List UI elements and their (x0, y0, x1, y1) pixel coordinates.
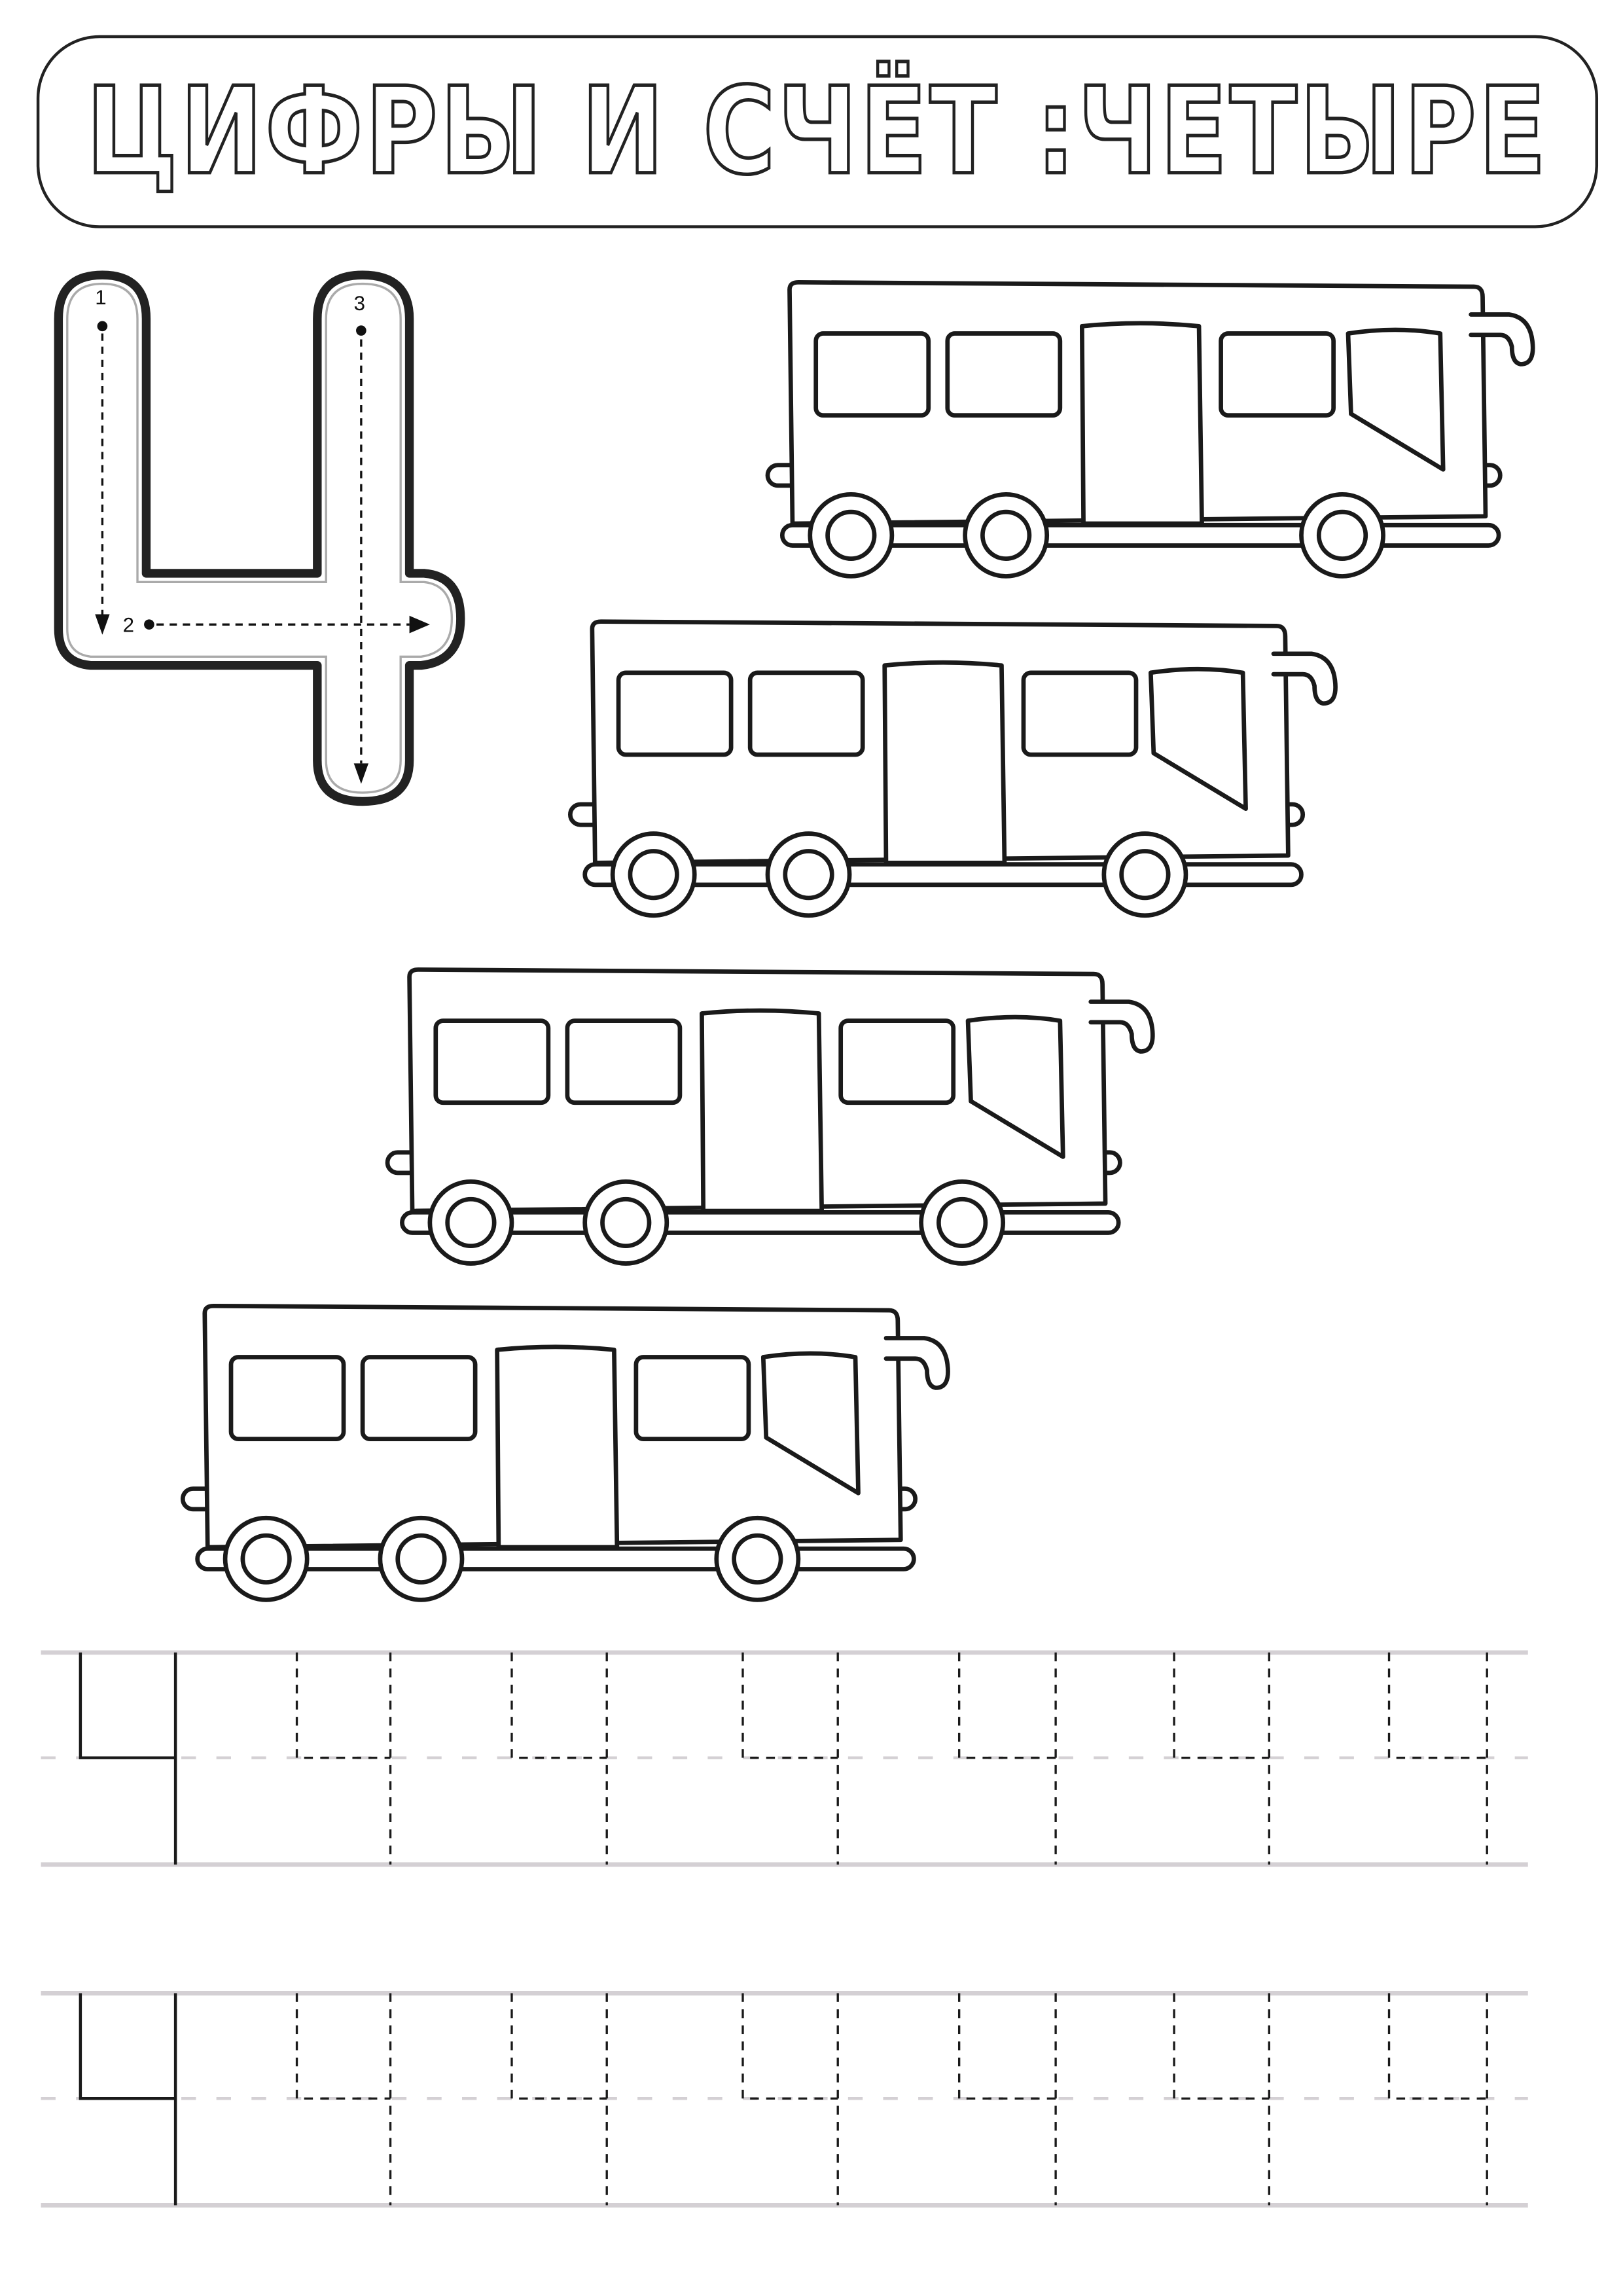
arrow-down-icon (353, 763, 369, 784)
example-digit-4 (79, 1993, 177, 2206)
arrow-right-icon (409, 615, 430, 634)
dashed-digit-4[interactable] (295, 1652, 392, 1865)
tracing-row-2 (41, 1991, 1528, 2208)
dashed-digit-4[interactable] (1173, 1652, 1270, 1865)
dashed-digit-4[interactable] (295, 1993, 392, 2206)
tracing-rows (41, 1650, 1528, 2208)
dashed-digit-4[interactable] (510, 1993, 608, 2206)
stroke-1-start-dot (97, 321, 108, 332)
dashed-digit-4[interactable] (957, 1993, 1057, 2206)
dashed-digit-4[interactable] (1387, 1652, 1488, 1865)
stroke-2-start-dot (144, 619, 154, 630)
dashed-digit-4[interactable] (510, 1652, 608, 1865)
stroke-label-2: 2 (123, 613, 134, 636)
bus-illustration-4 (183, 1306, 948, 1600)
stroke-3-start-dot (356, 325, 366, 336)
stroke-label-1: 1 (95, 286, 106, 309)
example-digit-4 (79, 1652, 177, 1865)
bus-illustration-2 (570, 622, 1335, 916)
digit-trace-guide: 1 2 3 (54, 270, 465, 806)
dashed-digit-4[interactable] (957, 1652, 1057, 1865)
bus-illustration-1 (768, 282, 1533, 576)
dashed-digit-4[interactable] (741, 1652, 839, 1865)
dashed-digit-4[interactable] (1387, 1993, 1488, 2206)
arrow-down-icon (95, 614, 110, 635)
title-banner: ЦИФРЫ И СЧЁТ :ЧЕТЫРЕ (36, 35, 1599, 228)
stroke-label-3: 3 (354, 292, 365, 315)
tracing-row-1 (41, 1650, 1528, 1867)
page-title: ЦИФРЫ И СЧЁТ :ЧЕТЫРЕ (86, 61, 1548, 202)
bus-illustration-3 (387, 969, 1152, 1263)
dashed-digit-4[interactable] (1173, 1993, 1270, 2206)
dashed-digit-4[interactable] (741, 1993, 839, 2206)
